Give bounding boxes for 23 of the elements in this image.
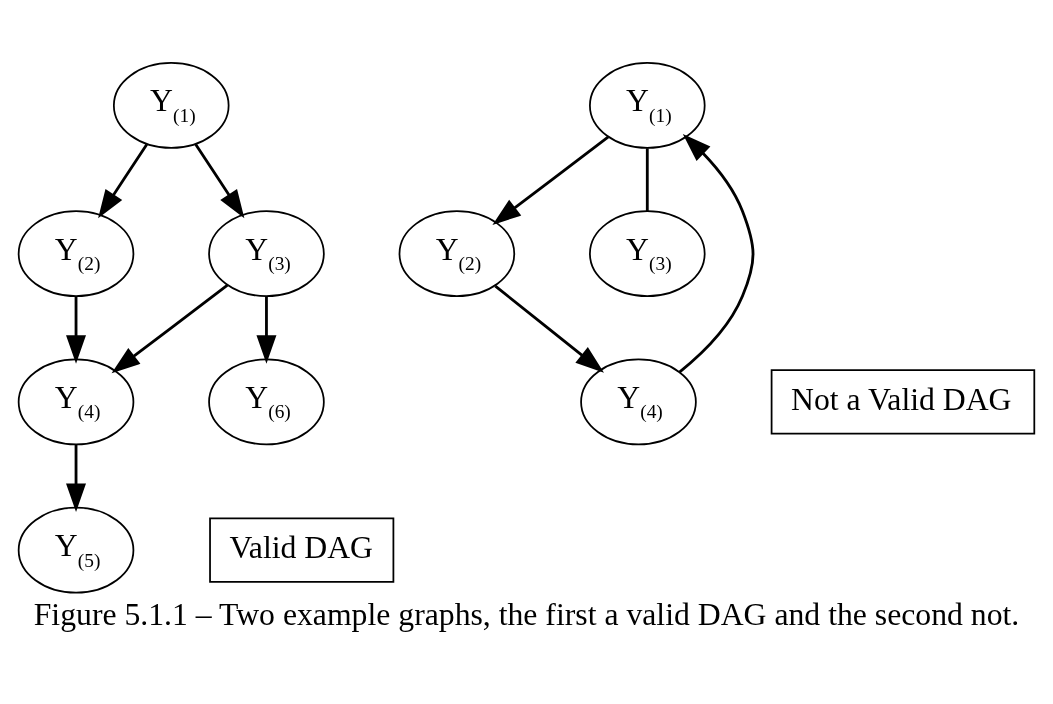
node-ellipse: Y$_{(2)}$ xyxy=(398,209,516,297)
arrow xyxy=(111,283,229,373)
arrow xyxy=(98,143,148,218)
node-ellipse: Y$_{(2)}$ xyxy=(17,209,135,297)
node-ellipse: Y$_{(4)}$ xyxy=(17,358,135,445)
arrow xyxy=(194,143,245,218)
node-ellipse: Y$_{(3)}$ xyxy=(208,209,325,297)
node-box: Valid DAG xyxy=(209,517,395,583)
node-ellipse: Y$_{(4)}$ xyxy=(580,358,697,445)
arrow xyxy=(678,133,755,373)
arrow xyxy=(66,296,87,364)
arrow xyxy=(492,135,610,225)
node-ellipse: Y$_{(3)}$ xyxy=(589,209,706,297)
node-ellipse: Y$_{(5)}$ xyxy=(17,506,135,594)
caption: Figure 5.1.1 – Two example graphs, the first a valid DAG and the second not. xyxy=(33,596,1020,632)
connector xyxy=(645,147,649,211)
node-box: Not a Valid DAG xyxy=(770,368,1036,435)
arrow xyxy=(494,284,604,373)
node-ellipse: Y$_{(1)}$ xyxy=(112,61,230,149)
node-ellipse: Y$_{(6)}$ xyxy=(208,358,325,445)
arrow xyxy=(66,444,87,512)
node-ellipse: Y$_{(1)}$ xyxy=(589,61,706,149)
arrow xyxy=(256,296,277,364)
